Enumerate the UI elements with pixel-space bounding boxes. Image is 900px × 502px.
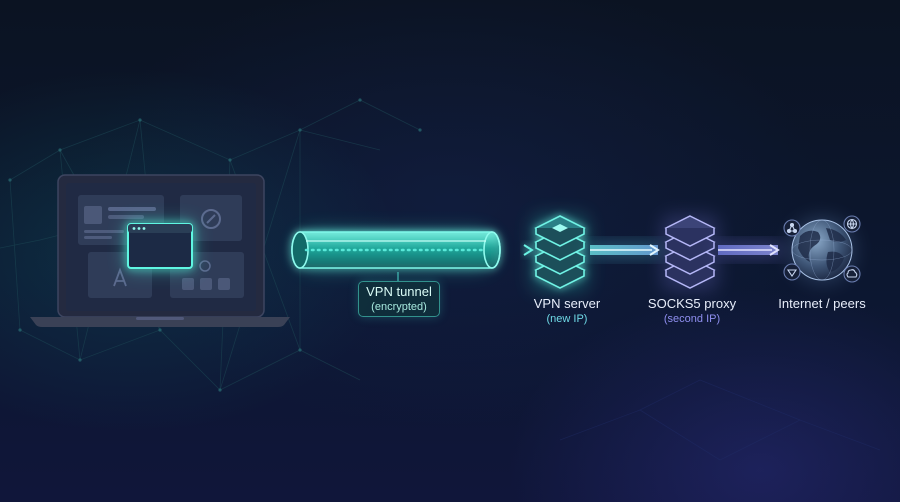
app-window-icon [126, 222, 194, 270]
peer-icons [783, 215, 861, 283]
socks5-proxy-icon [662, 215, 718, 291]
vpn-tunnel-label: VPN tunnel (encrypted) [358, 281, 440, 317]
cloud-icon [843, 265, 861, 283]
socks5-proxy-label: SOCKS5 proxy (second IP) [632, 296, 752, 326]
vpn-tunnel-icon [291, 230, 501, 281]
laptop-icon [30, 174, 290, 327]
vpn-server-icon [532, 215, 588, 291]
beam-proxy-to-internet [718, 243, 782, 257]
globe-small-icon [843, 215, 861, 233]
socks5-proxy-subtitle: (second IP) [663, 313, 721, 325]
socks5-proxy-title: SOCKS5 proxy [647, 296, 737, 311]
beam-vpn-to-proxy [590, 243, 662, 257]
vpn-server-label: VPN server (new IP) [512, 296, 622, 326]
share-icon [783, 263, 801, 281]
vpn-tunnel-title: VPN tunnel [366, 284, 432, 299]
vpn-server-subtitle: (new IP) [546, 313, 588, 325]
vpn-server-title: VPN server [533, 296, 601, 311]
globe-icon [788, 216, 856, 284]
vpn-tunnel-subtitle: (encrypted) [371, 301, 427, 313]
internet-title: Internet / peers [778, 296, 866, 311]
background-mesh-right [559, 379, 881, 461]
network-nodes-icon [783, 219, 801, 237]
background-mesh-nodes [8, 98, 422, 392]
internet-label: Internet / peers [760, 296, 884, 312]
arrow-head-icon [523, 244, 534, 256]
